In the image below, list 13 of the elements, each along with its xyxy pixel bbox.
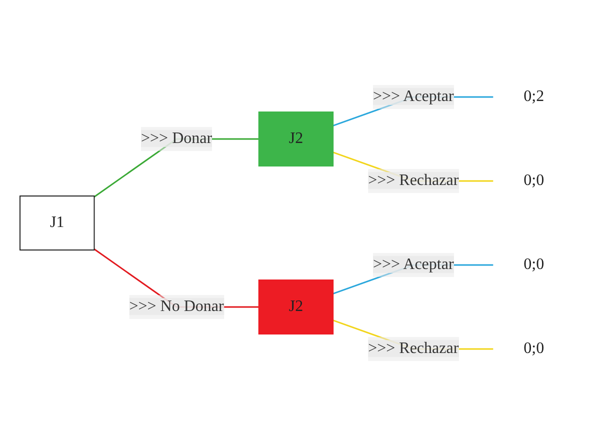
edge-label: >>> Rechazar (368, 172, 460, 188)
node-box: J1 (20, 195, 96, 250)
edge-label: >>> Rechazar (368, 340, 460, 356)
node-text: 0;0 (524, 172, 545, 188)
node-box: J2 (258, 111, 334, 166)
edge-label: >>> Donar (141, 130, 213, 146)
node-text: 0;0 (524, 256, 545, 272)
edge-label: >>> Aceptar (373, 88, 454, 104)
node-box: J2 (258, 279, 334, 334)
edge-label: >>> No Donar (130, 298, 224, 314)
node-text: 0;0 (524, 340, 545, 356)
node-text: 0;2 (524, 88, 545, 104)
edge-label: >>> Aceptar (373, 256, 454, 272)
